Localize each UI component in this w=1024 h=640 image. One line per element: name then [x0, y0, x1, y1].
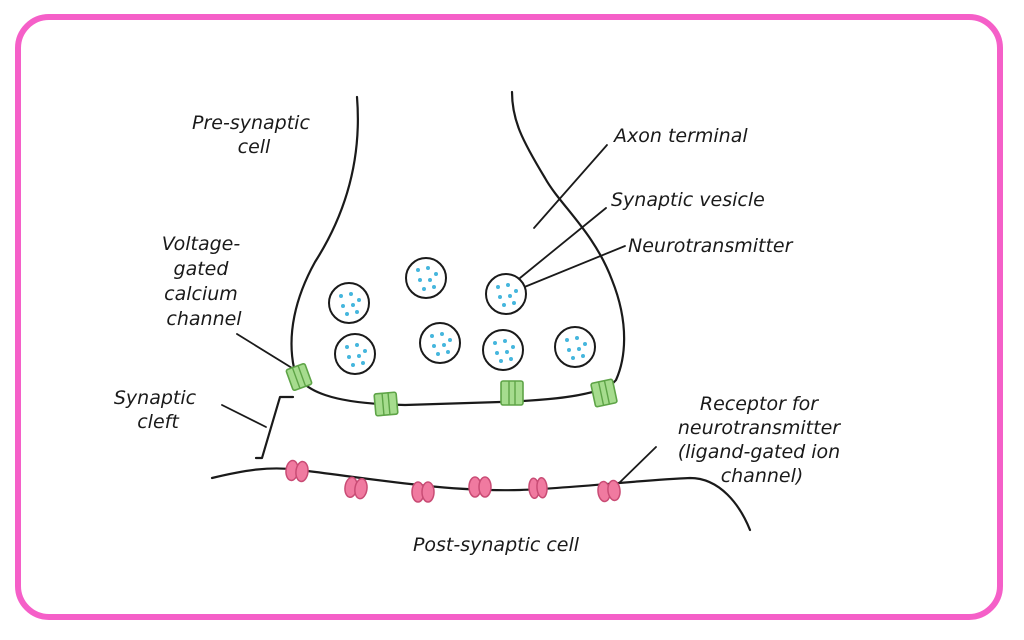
receptors — [285, 459, 621, 503]
synaptic-vesicle-label: Synaptic vesicle — [611, 189, 765, 211]
synaptic-vesicle — [554, 326, 596, 368]
synaptic-vesicle — [482, 329, 524, 371]
calcium-channel — [285, 363, 313, 391]
pre-synaptic-label: Pre-synaptic cell — [192, 112, 316, 158]
receptor-label: Receptor for neurotransmitter (ligand-ga… — [678, 393, 847, 487]
voltage-gated-leader — [236, 333, 293, 369]
receptor — [344, 476, 368, 500]
voltage-gated-calcium-channel-label: Voltage- gated calcium channel — [162, 233, 247, 330]
receptor — [597, 479, 621, 503]
neurotransmitter-leader — [521, 245, 626, 289]
calcium-channel — [590, 378, 618, 408]
synaptic-cleft-label: Synaptic cleft — [114, 387, 202, 433]
axon-terminal-leader — [533, 144, 608, 229]
axon-terminal-membrane — [290, 90, 626, 407]
calcium-channel — [373, 391, 399, 417]
axon-terminal-label: Axon terminal — [612, 125, 748, 147]
synaptic-vesicle — [485, 273, 527, 315]
synaptic-vesicle — [328, 282, 370, 324]
synaptic-vesicle — [419, 322, 461, 364]
receptor — [528, 476, 548, 500]
synaptic-cleft-leader — [221, 404, 267, 428]
synaptic-vesicle-leader — [519, 207, 607, 279]
synaptic-vesicles — [328, 257, 596, 375]
post-synaptic-label: Post-synaptic cell — [413, 534, 580, 556]
receptor — [468, 476, 492, 498]
calcium-channels — [285, 363, 618, 417]
receptor-leader — [614, 446, 657, 488]
receptor — [285, 459, 309, 483]
synaptic-vesicle — [405, 257, 447, 299]
synaptic-vesicle — [334, 333, 376, 375]
calcium-channel — [500, 380, 524, 406]
synaptic-cleft-bracket — [254, 395, 295, 460]
neurotransmitter-label: Neurotransmitter — [628, 235, 794, 257]
diagram-frame — [15, 14, 1003, 620]
receptor — [411, 481, 435, 503]
